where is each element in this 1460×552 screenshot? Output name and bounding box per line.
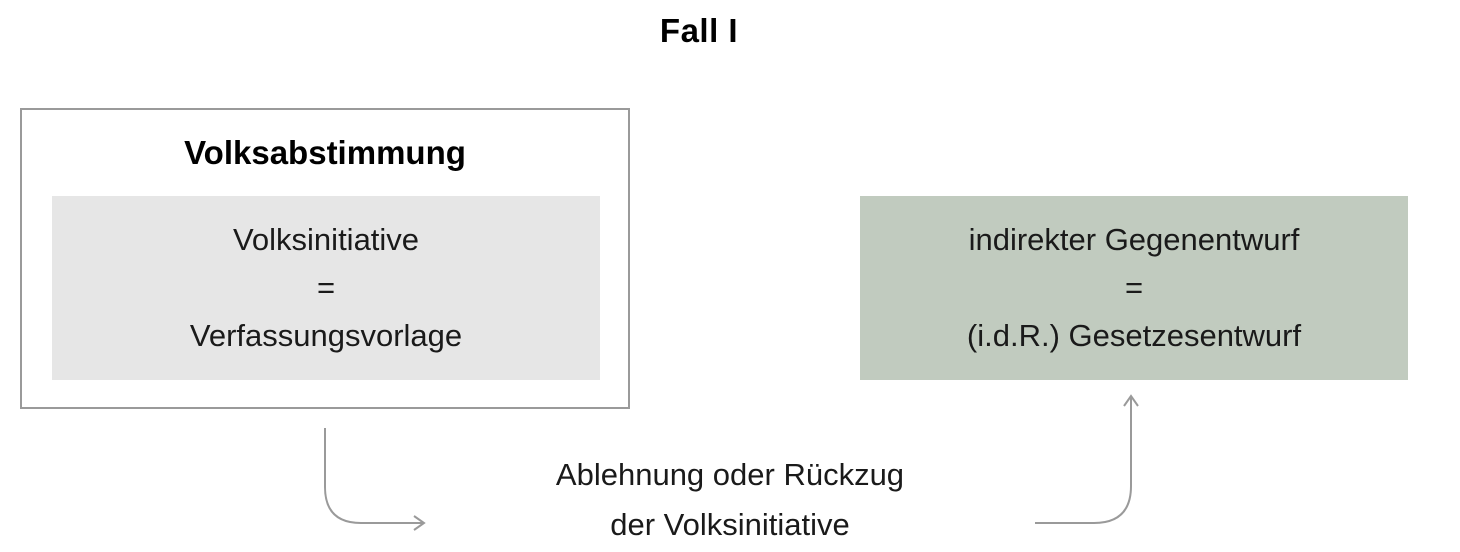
gegenentwurf-line-1: indirekter Gegenentwurf bbox=[968, 222, 1300, 257]
gegenentwurf-box: indirekter Gegenentwurf = (i.d.R.) Geset… bbox=[860, 196, 1408, 380]
caption-line-1: Ablehnung oder Rückzug bbox=[555, 457, 905, 492]
volksabstimmung-heading: Volksabstimmung bbox=[184, 134, 466, 171]
volksinitiative-line-2: = bbox=[316, 270, 336, 305]
left-connector-arrow bbox=[324, 428, 424, 524]
caption-line-2: der Volksinitiative bbox=[610, 507, 850, 542]
up-arrowhead-icon bbox=[1123, 394, 1139, 407]
volksinitiative-line-3: Verfassungsvorlage bbox=[189, 318, 463, 353]
diagram-title: Fall I bbox=[659, 12, 739, 49]
volksinitiative-line-1: Volksinitiative bbox=[232, 222, 420, 257]
gegenentwurf-line-2: = bbox=[1124, 270, 1144, 305]
volksabstimmung-box: Volksabstimmung bbox=[20, 108, 630, 409]
gegenentwurf-line-3: (i.d.R.) Gesetzesentwurf bbox=[966, 318, 1302, 353]
left-arrowhead-icon bbox=[413, 515, 426, 531]
transition-caption: Ablehnung oder Rückzug der Volksinitiati… bbox=[430, 450, 1030, 550]
volksinitiative-box: Volksinitiative = Verfassungsvorlage bbox=[52, 196, 600, 380]
right-connector-arrow bbox=[1035, 398, 1132, 524]
